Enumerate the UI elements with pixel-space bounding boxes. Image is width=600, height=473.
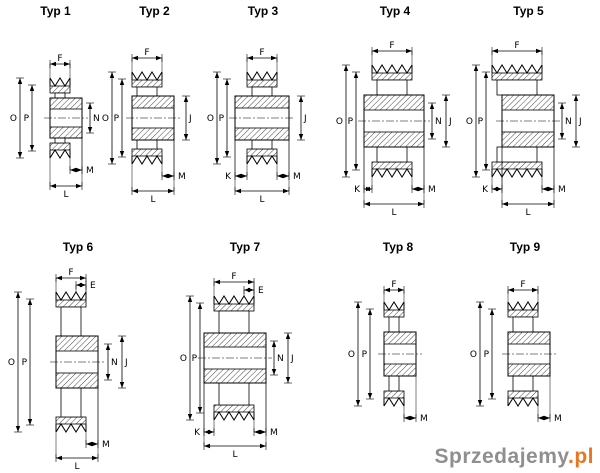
dim-label-f: F [259,48,264,58]
dim-label-f: F [520,280,525,290]
dim-label-l: L [63,190,68,200]
dim-label-p: P [192,354,198,364]
dim-label-e: E [258,286,264,296]
dim-label-p: P [114,114,120,124]
dim-label-l: L [259,195,264,205]
dim-label-o: O [336,117,343,127]
dim-label-k: K [194,428,201,438]
dim-label-m: M [420,414,428,424]
dim-label-o: O [470,350,477,360]
dim-label-j: J [124,358,128,368]
dim-label-f: F [57,54,62,64]
dim-label-p: P [22,358,28,368]
pulley-title: Typ 7 [229,240,261,254]
dim-label-e: E [90,281,96,291]
dim-label-n: N [111,358,118,368]
dim-label-p: P [362,350,368,360]
dim-label-k: K [482,185,489,195]
dim-label-f: F [68,268,73,278]
dim-label-j: J [578,117,582,127]
dim-label-n: N [277,354,284,364]
pulley-title: Typ 4 [379,4,411,18]
dim-label-f: F [514,41,519,51]
dim-label-k: K [225,172,232,182]
dim-label-n: N [93,114,100,124]
dim-label-m: M [428,185,436,195]
dim-label-m: M [86,166,94,176]
dim-label-o: O [180,354,187,364]
dim-label-m: M [102,440,110,450]
dim-label-j: J [188,114,192,124]
pulley-title: Typ 1 [40,4,71,18]
dim-label-o: O [207,114,214,124]
dim-label-o: O [348,350,355,360]
dim-label-f: F [231,272,236,282]
dim-label-o: O [10,114,17,124]
dim-label-j: J [448,117,452,127]
watermark-name: Sprzedajemy [434,445,568,468]
watermark-tld: .pl [568,445,594,468]
dim-label-j: J [303,114,307,124]
pulley-title: Typ 2 [139,4,170,18]
dim-label-l: L [232,450,237,459]
dim-label-j: J [290,354,294,364]
pulley-title: Typ 8 [382,240,414,254]
dim-label-o: O [8,358,15,368]
dim-label-f: F [144,48,149,58]
dim-label-l: L [150,195,155,205]
dim-label-o: O [466,117,473,127]
dim-label-m: M [270,428,278,438]
dim-label-m: M [293,172,301,182]
dim-label-l: L [525,208,530,218]
dim-label-m: M [558,185,566,195]
dim-label-p: P [484,350,490,360]
dim-label-k: K [354,185,361,195]
dim-label-n: N [565,117,572,127]
dim-label-o: O [102,114,109,124]
dim-label-m: M [554,414,562,424]
dim-label-n: N [435,117,442,127]
dim-label-p: P [478,117,484,127]
dim-label-p: P [219,114,225,124]
dim-label-l: L [391,208,396,218]
pulley-title: Typ 9 [509,240,541,254]
dim-label-m: M [178,172,186,182]
pulley-title: Typ 3 [247,4,279,18]
pulley-title: Typ 5 [513,4,544,18]
dim-label-f: F [391,280,396,290]
watermark: Sprzedajemy.pl [435,445,595,469]
dim-label-l: L [74,462,79,470]
dim-label-p: P [24,114,30,124]
pulley-title: Typ 6 [62,240,94,254]
dim-label-p: P [348,117,354,127]
dim-label-f: F [389,41,394,51]
